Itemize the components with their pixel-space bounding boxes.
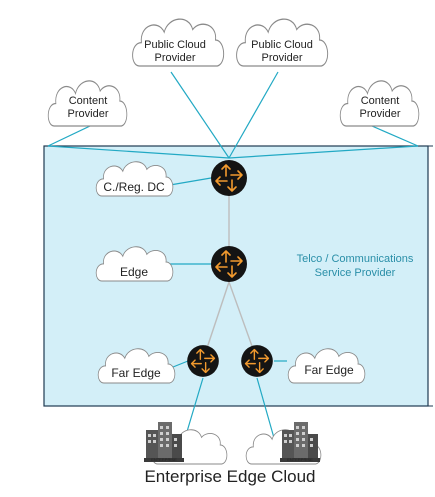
router-icon-edge: [210, 245, 248, 283]
enterprise-badge-right: ENTERPRISE: [287, 457, 313, 462]
content-right-line1: Content: [361, 95, 400, 107]
enterprise-site-left: ENTERPRISE: [144, 422, 228, 465]
far-edge-right-label: Far Edge: [304, 363, 354, 377]
far-edge-right-cloud: Far Edge: [287, 348, 366, 384]
enterprise-building-icon-left: [144, 422, 184, 462]
router-icon-far-edge-left: [186, 344, 220, 378]
service-provider-label-line1: Telco / Communications: [297, 253, 414, 265]
enterprise-site-right: ENTERPRISE: [245, 422, 322, 465]
content-provider-right: Content Provider: [339, 80, 420, 127]
service-provider-label-line2: Service Provider: [315, 267, 396, 279]
public-cloud-left-line1: Public Cloud: [144, 39, 206, 51]
content-right-line2: Provider: [360, 108, 401, 120]
content-left-line1: Content: [69, 95, 108, 107]
public-cloud-right-line2: Provider: [262, 52, 303, 64]
content-left-line2: Provider: [68, 108, 109, 120]
public-cloud-right-line1: Public Cloud: [251, 39, 313, 51]
public-cloud-left-line2: Provider: [155, 52, 196, 64]
far-edge-left-label: Far Edge: [111, 366, 161, 380]
router-icon-central-dc: [210, 159, 248, 197]
router-icon-far-edge-right: [240, 344, 274, 378]
edge-cloud: Edge: [95, 246, 174, 282]
central-dc-cloud: C./Reg. DC: [95, 161, 174, 197]
enterprise-edge-cloud-title: Enterprise Edge Cloud: [144, 467, 315, 486]
public-cloud-left: Public Cloud Provider: [131, 18, 225, 67]
content-provider-left: Content Provider: [47, 80, 128, 127]
provider-links: [47, 71, 419, 446]
far-edge-left-cloud: Far Edge: [97, 348, 176, 384]
enterprise-badge-left: ENTERPRISE: [151, 457, 177, 462]
central-dc-label: C./Reg. DC: [103, 180, 165, 194]
public-cloud-right: Public Cloud Provider: [235, 18, 329, 67]
edge-label: Edge: [120, 265, 148, 279]
enterprise-building-icon-right: [280, 422, 320, 462]
